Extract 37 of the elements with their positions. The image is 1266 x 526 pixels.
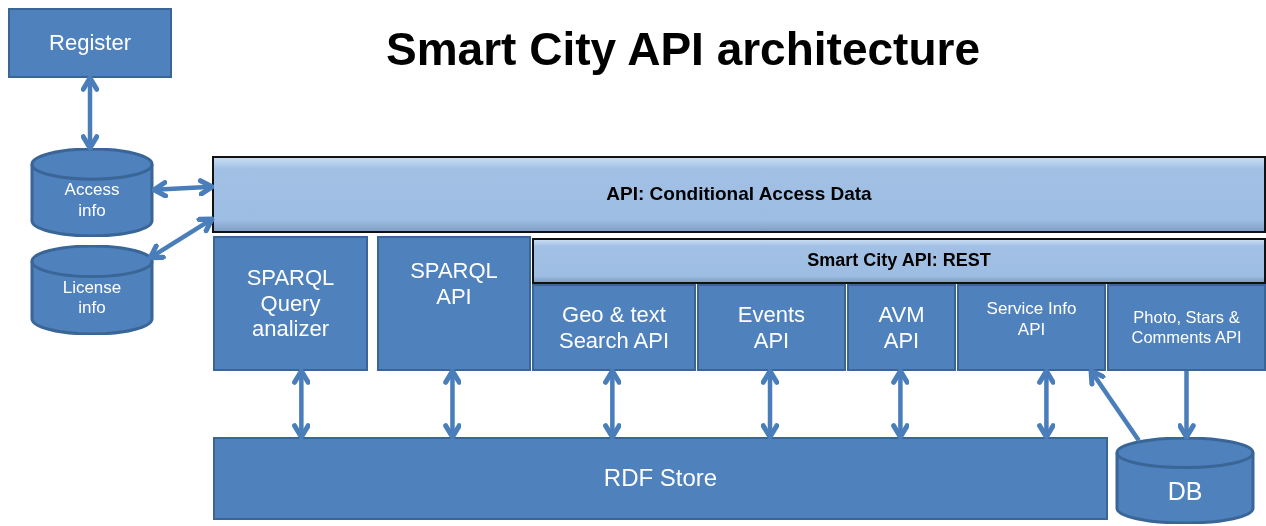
process-box: [532, 284, 696, 371]
box-label: License info: [61, 277, 123, 319]
box-label: Geo & text Search API: [557, 301, 671, 354]
double-arrow: [147, 216, 215, 261]
box-label: Smart City API: REST: [807, 250, 991, 272]
arrow: [1177, 371, 1196, 440]
process-box: [8, 8, 172, 78]
process-box: [697, 284, 846, 371]
process-box: [213, 437, 1108, 520]
box-label: Events API: [736, 301, 807, 354]
process-box: [1107, 284, 1266, 371]
arrow: [1088, 368, 1141, 442]
box-label: Photo, Stars & Comments API: [1130, 308, 1243, 347]
box-label: API: Conditional Access Data: [606, 183, 872, 206]
box-label: Service Info API: [985, 299, 1078, 340]
double-arrow: [151, 178, 215, 199]
double-arrow: [292, 368, 311, 440]
double-arrow: [891, 368, 910, 440]
box-label: DB: [1167, 476, 1203, 507]
diagram-title: Smart City API architecture: [385, 22, 981, 76]
double-arrow: [603, 368, 622, 440]
box-label: Register: [49, 30, 131, 56]
header-bar: [212, 156, 1266, 233]
process-box: [957, 284, 1106, 371]
box-label: SPARQL API: [409, 257, 499, 310]
double-arrow: [80, 75, 100, 151]
process-box: [847, 284, 956, 371]
process-box: [213, 236, 368, 371]
header-bar: [532, 238, 1266, 284]
box-label: AVM API: [877, 301, 926, 354]
double-arrow: [443, 368, 462, 440]
box-label: Access info: [63, 180, 121, 221]
box-label: RDF Store: [603, 464, 718, 493]
double-arrow: [1037, 368, 1056, 440]
double-arrow: [760, 368, 780, 440]
process-box: [377, 236, 531, 371]
box-label: SPARQL Query analizer: [245, 264, 336, 343]
